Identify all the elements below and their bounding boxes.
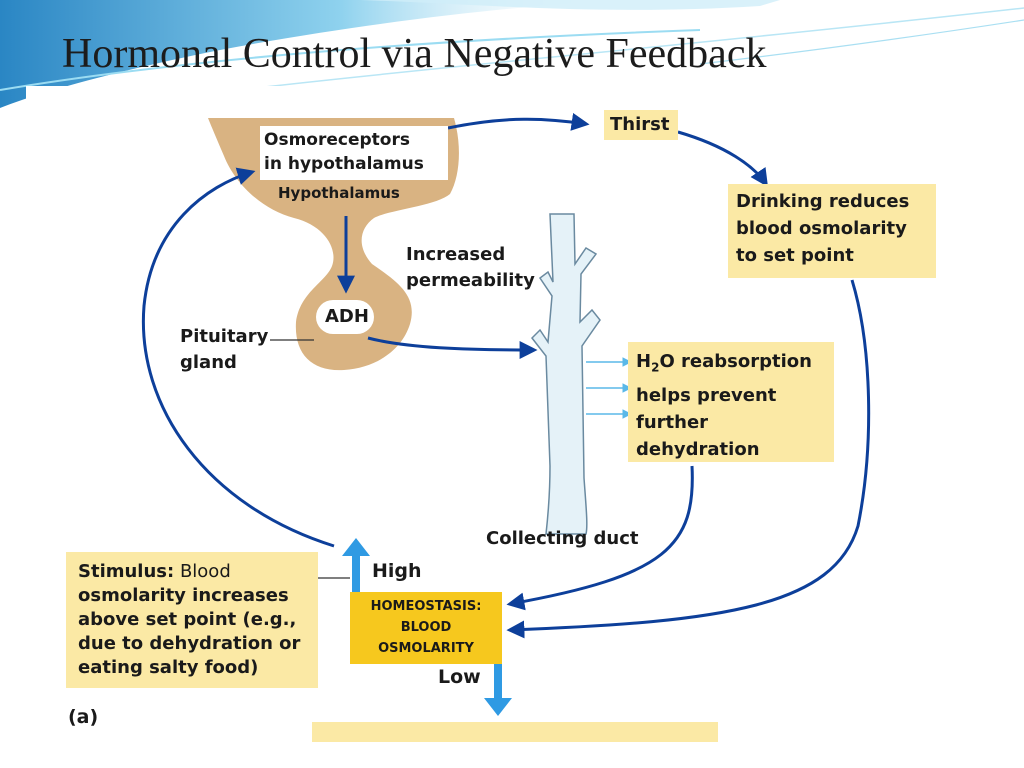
high-arrow [342,538,370,596]
stimulus-line-3: above set point (e.g., [78,609,297,630]
stimulus-box: Stimulus: Blood osmolarity increases abo… [66,552,318,688]
homeostasis-line-1: HOMEOSTASIS: [370,599,482,614]
pituitary-label-line-2: gland [180,352,237,373]
adh-feedback-diagram: Osmoreceptors in hypothalamus Hypothalam… [26,86,1016,742]
homeostasis-line-3: OSMOLARITY [378,641,474,656]
low-arrow [484,658,512,716]
arrow-adh-to-collecting-duct [367,336,538,359]
arrow-thirst-to-drinking [677,130,768,187]
reabsorption-line-4: dehydration [636,438,760,460]
collecting-duct-shape [531,213,601,535]
stimulus-heading: Stimulus: [78,561,175,582]
reabsorption-rest: O reabsorption [659,351,812,372]
high-label: High [372,560,422,582]
thirst-box: Thirst [604,110,678,140]
thirst-label: Thirst [610,114,670,135]
osmoreceptors-line-2: in hypothalamus [264,154,424,174]
subscript-2: 2 [651,360,660,375]
reabsorption-line-2: helps prevent [636,384,777,406]
hypothalamus-pituitary-shape [208,118,459,371]
drinking-line-3: to set point [736,245,854,266]
osmoreceptors-line-1: Osmoreceptors [264,130,410,150]
drinking-box: Drinking reduces blood osmolarity to set… [728,184,936,278]
h-letter: H [636,351,652,372]
increased-permeability-line-1: Increased [406,244,506,265]
arrow-osmoreceptors-to-thirst [447,112,590,131]
diagram-graphics [141,112,871,742]
pituitary-label-line-1: Pituitary [180,326,269,347]
collecting-duct-label: Collecting duct [486,528,639,549]
homeostasis-text: HOMEOSTASIS: BLOOD OSMOLARITY [350,596,502,659]
adh-badge [316,300,374,334]
reabsorption-box: H2O reabsorption helps prevent further d… [628,342,834,462]
arrow-stimulus-to-osmoreceptors [141,167,335,548]
drinking-line-1: Drinking reduces [736,191,910,212]
homeostasis-box [350,592,502,664]
homeostasis-line-2: BLOOD [400,620,452,635]
stimulus-line-2: osmolarity increases [78,585,289,606]
hypothalamus-label: Hypothalamus [278,184,400,202]
slide-title: Hormonal Control via Negative Feedback [62,31,767,77]
reabsorption-line-3: further [636,411,709,433]
bottom-panel-cutoff [312,722,718,742]
drinking-line-2: blood osmolarity [736,218,907,239]
arrow-drinking-to-homeostasis [506,279,871,639]
reabsorption-line-1: H2O reabsorption [636,348,826,382]
slide-background-swoosh [0,0,1024,119]
arrow-reabsorption-to-homeostasis [506,465,694,611]
stimulus-line-1: Stimulus: Blood [78,560,306,584]
osmoreceptors-label: Osmoreceptors in hypothalamus [260,126,448,180]
stimulus-line-4: due to dehydration or [78,633,301,654]
stimulus-first-rest: Blood [174,561,231,582]
adh-label: ADH [325,306,369,327]
stimulus-line-5: eating salty food) [78,657,259,678]
increased-permeability-line-2: permeability [406,270,535,291]
panel-label: (a) [68,706,99,728]
low-label: Low [438,666,481,688]
